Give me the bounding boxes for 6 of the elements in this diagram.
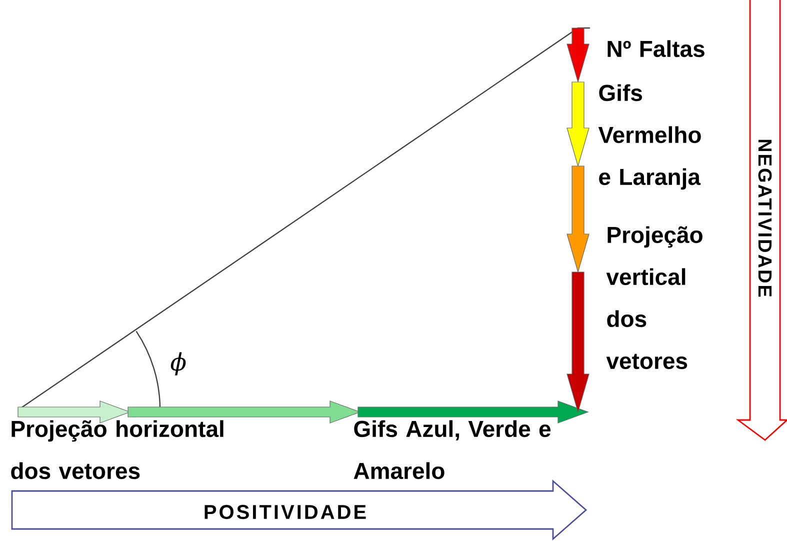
down-arrow-banner: NEGATIVIDADE	[736, 0, 787, 441]
text-label: Gifs Vermelho e Laranja	[598, 84, 701, 190]
right-arrow-banner: POSITIVIDADE	[11, 479, 588, 541]
text-label: Projeção vertical dos vetores	[606, 226, 702, 370]
text-label: Nº Faltas	[608, 40, 704, 58]
angle-symbol: ϕ	[170, 352, 186, 376]
